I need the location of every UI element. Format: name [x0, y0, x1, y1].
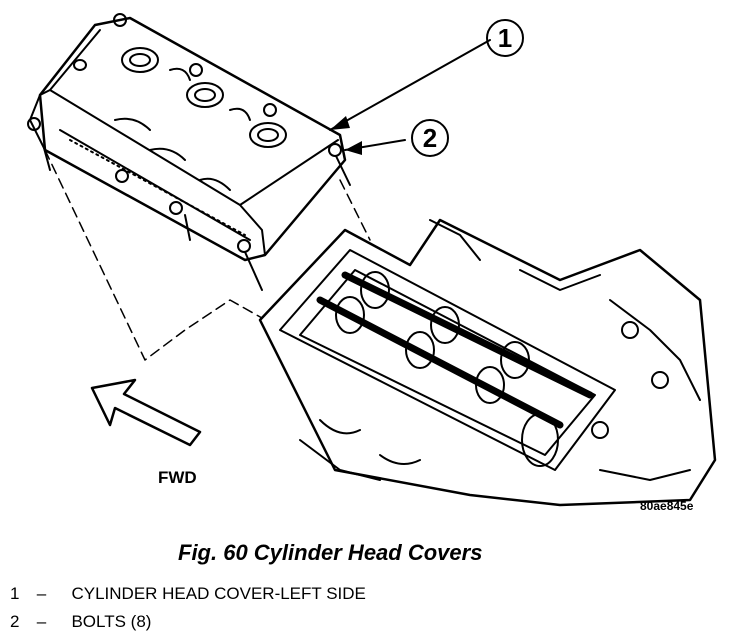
callout-2-number: 2	[423, 123, 437, 153]
cover-bolts	[27, 13, 351, 291]
callout-2-circle	[411, 119, 449, 157]
alignment-lines	[44, 149, 371, 361]
fwd-arrow-icon	[90, 378, 202, 447]
callout-leaders	[329, 39, 491, 151]
legend-number: 2	[10, 612, 20, 631]
legend-number: 1	[10, 584, 20, 603]
legend-text: BOLTS (8)	[71, 612, 152, 631]
cylinder-head-engine	[258, 218, 717, 507]
cylinder-head-cover	[29, 16, 347, 262]
callout-arrowheads	[330, 116, 362, 155]
legend-item: 1 – CYLINDER HEAD COVER-LEFT SIDE	[10, 584, 366, 604]
image-code: 80ae845e	[640, 499, 694, 513]
fwd-label: FWD	[158, 468, 197, 487]
callout-1-circle	[486, 19, 524, 57]
legend-dash: –	[36, 612, 47, 631]
legend-dash: –	[36, 584, 47, 603]
legend-item: 2 – BOLTS (8)	[10, 612, 151, 632]
callout-1-number: 1	[498, 23, 512, 53]
figure-caption: Fig. 60 Cylinder Head Covers	[178, 540, 483, 565]
legend-text: CYLINDER HEAD COVER-LEFT SIDE	[71, 584, 366, 603]
cylinder-head-cover-illustration: 1 2 FWD 80ae845e	[27, 13, 717, 513]
